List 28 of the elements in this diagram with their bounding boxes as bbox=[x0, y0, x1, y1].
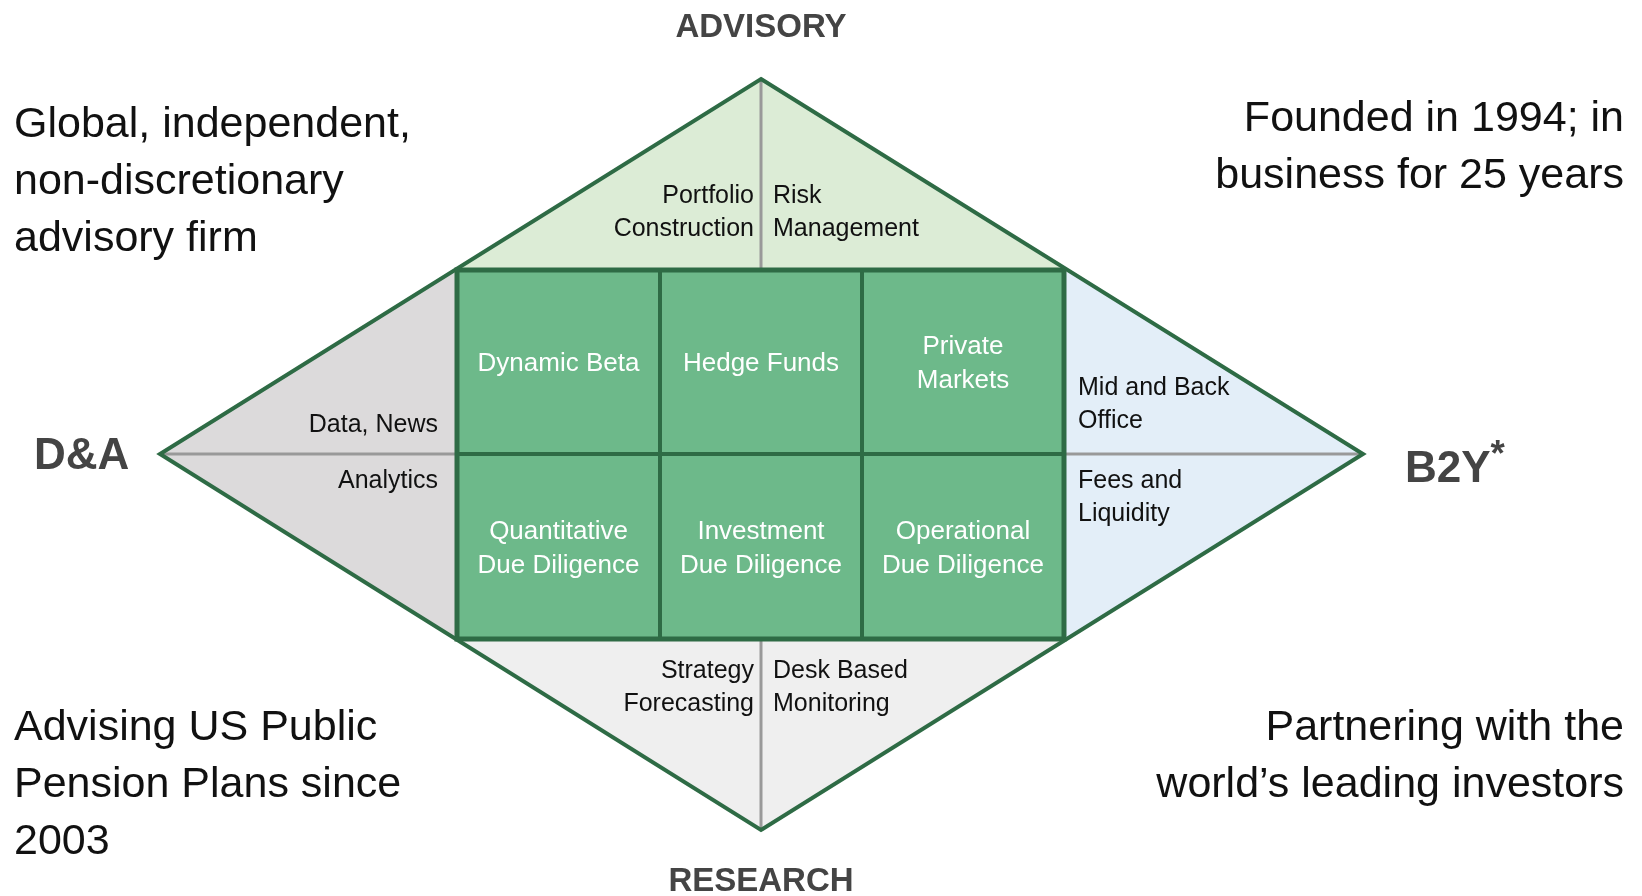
category-cell bbox=[862, 454, 1064, 639]
category-cell bbox=[660, 270, 862, 454]
category-cell bbox=[457, 270, 660, 454]
description-text: Advising US Public Pension Plans since 2003 bbox=[14, 700, 403, 865]
description-text: Founded in 1994; in business for 25 years bbox=[1214, 91, 1624, 199]
section-heading: ADVISORY bbox=[675, 6, 847, 46]
section-label: Portfolio Construction bbox=[612, 179, 754, 243]
section-label: Strategy Forecasting bbox=[622, 654, 754, 718]
section-heading: RESEARCH bbox=[668, 860, 854, 896]
cell-label: Hedge Funds bbox=[682, 346, 840, 379]
cell-label: Quantitative Due Diligence bbox=[476, 513, 641, 581]
category-cell bbox=[862, 270, 1064, 454]
category-cell bbox=[660, 454, 862, 639]
cell-label: Dynamic Beta bbox=[477, 346, 640, 379]
section-label: Data, News bbox=[307, 408, 438, 439]
section-label: Risk Management bbox=[773, 179, 920, 243]
description-text: Partnering with the world’s leading investors bbox=[1155, 700, 1624, 808]
description-text: Global, independent, non-discretionary advisory firm bbox=[14, 97, 412, 262]
side-heading: B2Y$^{*}$ bbox=[1405, 432, 1505, 493]
cell-label: Investment Due Diligence bbox=[679, 513, 843, 581]
section-label: Fees and Liquidity bbox=[1078, 464, 1184, 528]
section-label: Desk Based Monitoring bbox=[773, 654, 909, 718]
cell-label: Operational Due Diligence bbox=[881, 513, 1045, 581]
section-label: Analytics bbox=[336, 464, 438, 495]
section-label: Mid and Back Office bbox=[1078, 371, 1231, 435]
side-heading: D&A bbox=[34, 428, 130, 480]
category-cell bbox=[457, 454, 660, 639]
cell-label: Private Markets bbox=[915, 329, 1011, 396]
